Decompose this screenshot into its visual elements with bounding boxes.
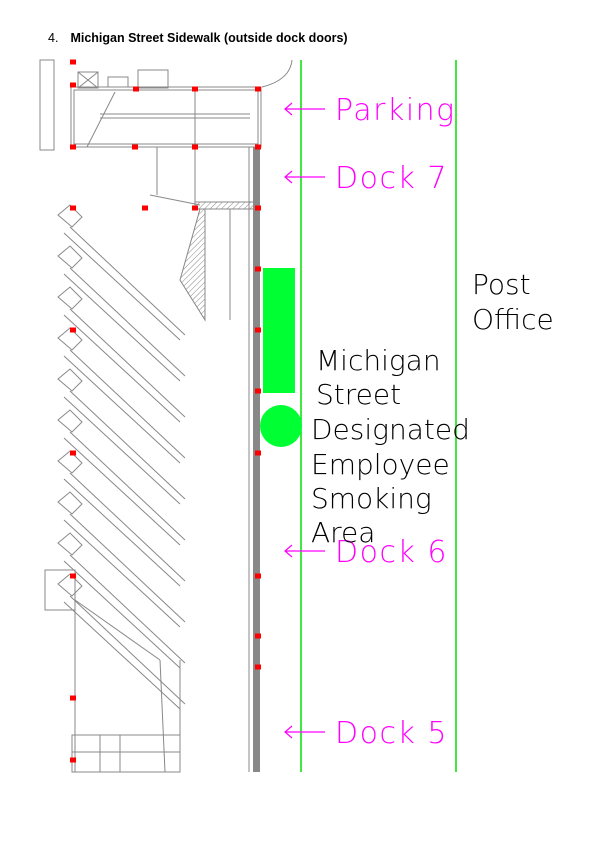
- door-marker: [255, 633, 261, 639]
- smoking-area-receptacle: [260, 405, 302, 447]
- dock-wall: [253, 147, 260, 772]
- parking-stall: [57, 532, 186, 669]
- door-marker: [255, 388, 261, 394]
- door-marker: [255, 86, 261, 92]
- door-marker: [70, 573, 76, 579]
- door-marker: [255, 664, 261, 670]
- parking-stall: [57, 450, 186, 587]
- door-marker: [192, 205, 198, 211]
- parking-stall: [57, 491, 186, 628]
- door-marker: [255, 205, 261, 211]
- label-dock-7: Dock 7: [335, 161, 448, 196]
- smoking-area-label-line: Street: [316, 378, 401, 411]
- arrow-left-icon: [284, 544, 325, 558]
- door-marker: [70, 757, 76, 763]
- parking-stall: [57, 286, 186, 423]
- label-parking: Parking: [335, 93, 456, 128]
- smoking-area-label-line: Smoking: [311, 482, 432, 515]
- label-post-office-line: Office: [472, 303, 554, 336]
- parking-stall: [57, 204, 186, 341]
- door-marker: [70, 144, 76, 150]
- parking-garage-block: [70, 86, 262, 148]
- door-marker: [70, 327, 76, 333]
- section-title: Michigan Street Sidewalk (outside dock d…: [70, 31, 348, 45]
- door-marker: [132, 144, 138, 150]
- door-marker: [70, 82, 76, 88]
- door-marker: [70, 695, 76, 701]
- section-heading: 4. Michigan Street Sidewalk (outside dock…: [48, 31, 348, 45]
- arrow-left-icon: [284, 725, 325, 739]
- door-marker: [142, 205, 148, 211]
- smoking-area-label-line: Michigan: [316, 344, 441, 377]
- door-markers: [70, 59, 261, 763]
- door-marker: [70, 59, 76, 65]
- door-marker: [192, 144, 198, 150]
- section-number: 4.: [48, 31, 59, 45]
- smoking-area-label-line: Designated: [311, 413, 470, 446]
- parking-stall: [57, 573, 186, 710]
- parking-stall: [57, 327, 186, 464]
- door-marker: [70, 205, 76, 211]
- door-marker: [255, 327, 261, 333]
- label-dock-5: Dock 5: [335, 716, 448, 751]
- label-post-office-line: Post: [472, 268, 531, 301]
- label-dock-6: Dock 6: [335, 535, 448, 570]
- parking-stall: [57, 368, 186, 505]
- building-floorplan: [39, 59, 293, 773]
- smoking-area-label-line: Employee: [311, 448, 450, 481]
- door-marker: [255, 573, 261, 579]
- door-marker: [192, 86, 198, 92]
- parking-stall: [57, 245, 186, 382]
- arrow-left-icon: [284, 102, 325, 116]
- door-marker: [70, 450, 76, 456]
- door-marker: [255, 266, 261, 272]
- smoking-area-zone: [263, 268, 295, 393]
- door-marker: [255, 144, 261, 150]
- angled-parking-stalls: [57, 204, 186, 710]
- arrow-left-icon: [284, 170, 325, 184]
- parking-stall: [57, 409, 186, 546]
- door-marker: [255, 450, 261, 456]
- door-marker: [133, 86, 139, 92]
- smoking-area-label-line: Area: [311, 516, 375, 549]
